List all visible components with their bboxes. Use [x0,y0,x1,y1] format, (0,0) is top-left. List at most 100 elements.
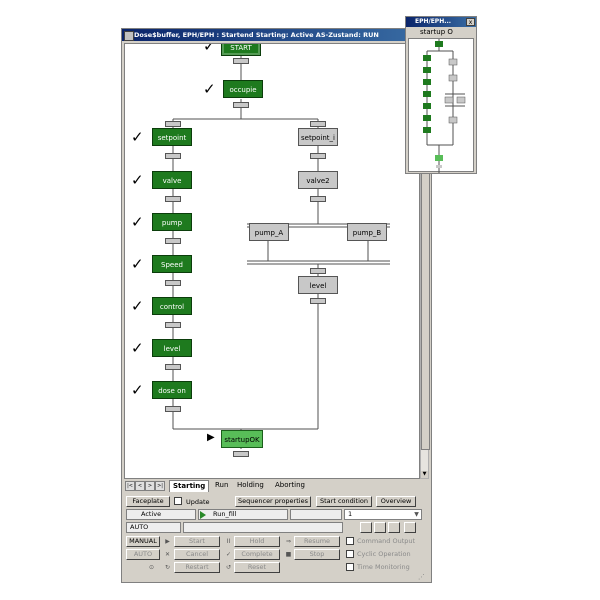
start-condition-button[interactable]: Start condition [316,496,372,507]
run-state-icon [200,511,206,519]
step-occupie[interactable]: occupie [223,80,263,98]
step-pump-b[interactable]: pump_B [347,223,387,241]
transition[interactable] [165,322,181,328]
step-pump[interactable]: pump [152,213,192,231]
time-monitoring-label: Time Monitoring [357,563,410,571]
cancel-button[interactable]: Cancel [174,549,220,560]
start-icon: ▶ [165,538,170,545]
tab-run[interactable]: Run [215,481,229,489]
sequencer-properties-button[interactable]: Sequencer properties [235,496,311,507]
step-control[interactable]: control [152,297,192,315]
step-speed[interactable]: Speed [152,255,192,273]
restart-button[interactable]: Restart [174,562,220,573]
resize-grip-icon[interactable]: ⋰ [418,573,425,581]
time-monitoring-checkbox[interactable] [346,563,354,571]
overview-title-bar[interactable]: EPH/EPH... [406,17,476,27]
transition[interactable] [233,451,249,457]
tab-holding[interactable]: Holding [237,481,264,489]
overview-button[interactable]: Overview [376,496,416,507]
step-setpoint[interactable]: setpoint [152,128,192,146]
current-step-pointer-icon: ▶ [207,432,215,443]
transition[interactable] [310,153,326,159]
step-start[interactable]: START [221,44,261,56]
transition[interactable] [310,196,326,202]
blank-field [290,509,342,520]
auto-button[interactable]: AUTO [126,549,160,560]
resume-icon: ⇒ [285,538,292,545]
cancel-icon: ✕ [164,551,171,558]
command-output-checkbox[interactable] [346,537,354,545]
step-pump-a[interactable]: pump_A [249,223,289,241]
tab-last-icon[interactable]: >| [155,481,165,491]
tab-first-icon[interactable]: |< [125,481,135,491]
transition[interactable] [233,58,249,64]
window-title-bar[interactable]: Dose$buffer, EPH/EPH : Startend Starting… [122,29,431,41]
step-valve[interactable]: valve [152,171,192,189]
resume-button[interactable]: Resume [294,536,340,547]
tab-next-icon[interactable]: > [145,481,155,491]
hold-button[interactable]: Hold [234,536,280,547]
step-level-right[interactable]: level [298,276,338,294]
transition[interactable] [165,364,181,370]
overview-miniature-chart [423,39,466,173]
transition[interactable] [165,153,181,159]
complete-icon: ✓ [225,551,232,558]
tab-starting[interactable]: Starting [169,480,210,492]
transition[interactable] [165,196,181,202]
completed-checkmark: ✓ [131,171,144,189]
completed-checkmark: ✓ [131,339,144,357]
option-button-3[interactable] [388,522,400,533]
transition[interactable] [165,238,181,244]
transition[interactable] [165,121,181,127]
sfc-chart-canvas: ✓ START ✓ occupie ✓ setpoint ✓ valve ✓ p… [124,43,420,479]
transition[interactable] [165,280,181,286]
mode-field: Run_fill [198,509,288,520]
completed-checkmark: ✓ [203,43,216,55]
sfc-main-window: Dose$buffer, EPH/EPH : Startend Starting… [121,28,432,583]
completed-checkmark: ✓ [203,80,216,98]
sequence-tabs: |< < > >| Starting Run Holding Aborting [124,480,429,492]
hold-icon: II [226,538,231,545]
complete-button[interactable]: Complete [234,549,280,560]
cyclic-operation-checkbox[interactable] [346,550,354,558]
transition[interactable] [233,102,249,108]
auto-field: AUTO [126,522,181,533]
reset-button[interactable]: Reset [234,562,280,573]
manual-button[interactable]: MANUAL [126,536,160,547]
restart-icon: ↻ [164,564,171,571]
step-dose-on[interactable]: dose on [152,381,192,399]
chevron-down-icon[interactable]: ▼ [414,511,419,518]
overview-canvas[interactable] [408,38,474,173]
update-label: Update [186,498,210,506]
option-button-4[interactable] [404,522,416,533]
reset-icon: ↺ [225,564,232,571]
step-startup-ok[interactable]: startupOK [221,430,263,448]
completed-checkmark: ✓ [131,213,144,231]
transition[interactable] [310,298,326,304]
stop-button[interactable]: Stop [294,549,340,560]
overview-label: startup O [420,28,453,36]
completed-checkmark: ✓ [131,381,144,399]
step-level[interactable]: level [152,339,192,357]
step-valve2[interactable]: valve2 [298,171,338,189]
tab-prev-icon[interactable]: < [135,481,145,491]
overview-close-icon[interactable]: x [466,18,475,26]
state-field: Active [126,509,196,520]
step-setpoint-i[interactable]: setpoint_i [298,128,338,146]
command-output-label: Command Output [357,537,416,545]
transition[interactable] [165,406,181,412]
tab-aborting[interactable]: Aborting [275,481,305,489]
scroll-down-icon[interactable]: ▼ [421,471,428,478]
update-checkbox[interactable] [174,497,182,505]
option-button-1[interactable] [360,522,372,533]
window-system-icon[interactable] [124,31,134,41]
step-dropdown[interactable]: 1 [344,509,422,520]
restart-extra-icon: ⊙ [148,564,155,571]
completed-checkmark: ✓ [131,128,144,146]
start-button[interactable]: Start [174,536,220,547]
transition[interactable] [310,268,326,274]
option-button-2[interactable] [374,522,386,533]
transition[interactable] [310,121,326,127]
faceplate-button[interactable]: Faceplate [126,496,170,507]
overview-window: EPH/EPH... x startup O [405,16,477,174]
